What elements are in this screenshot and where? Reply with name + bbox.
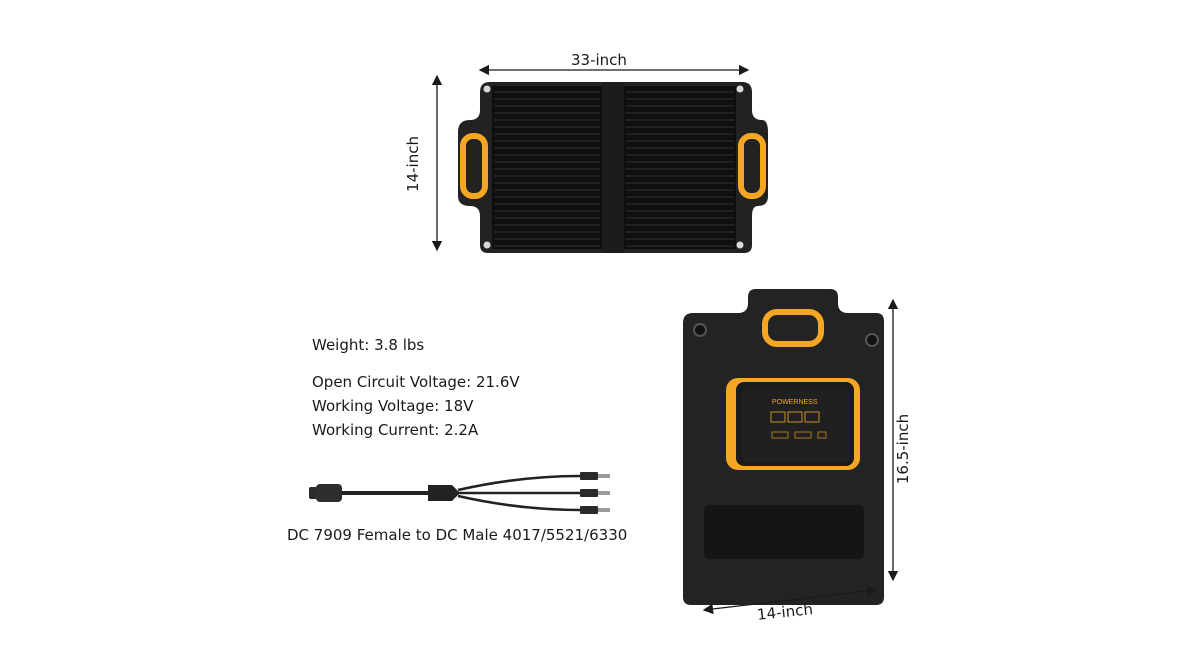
working-current-spec: Working Current: 2.2A bbox=[312, 421, 479, 439]
panel-width-label: 33-inch bbox=[571, 51, 627, 69]
folded-width-dimension-arrow bbox=[702, 585, 878, 615]
cable-label: DC 7909 Female to DC Male 4017/5521/6330 bbox=[287, 526, 628, 544]
weight-spec: Weight: 3.8 lbs bbox=[312, 336, 425, 354]
working-voltage-spec: Working Voltage: 18V bbox=[312, 397, 474, 415]
grommet-icon bbox=[865, 333, 879, 347]
open-circuit-voltage-spec: Open Circuit Voltage: 21.6V bbox=[312, 373, 520, 391]
handle-icon bbox=[460, 133, 488, 199]
unfolded-solar-panel bbox=[458, 82, 768, 253]
brand-logo: POWERNESS bbox=[772, 399, 818, 406]
panel-height-label: 14-inch bbox=[403, 136, 422, 192]
grommet-icon bbox=[483, 241, 491, 249]
solar-cell-lines-left bbox=[494, 91, 600, 247]
folded-height-label: 16.5-inch bbox=[894, 413, 913, 485]
grommet-icon bbox=[736, 241, 744, 249]
handle-icon bbox=[738, 133, 766, 199]
grommet-icon bbox=[736, 85, 744, 93]
handle-icon bbox=[762, 309, 824, 347]
solar-cell-lines-right bbox=[626, 91, 734, 247]
y-cable bbox=[309, 472, 610, 514]
folded-solar-panel: POWERNESS bbox=[683, 289, 884, 605]
pocket bbox=[704, 505, 864, 559]
grommet-icon bbox=[483, 85, 491, 93]
grommet-icon bbox=[693, 323, 707, 337]
